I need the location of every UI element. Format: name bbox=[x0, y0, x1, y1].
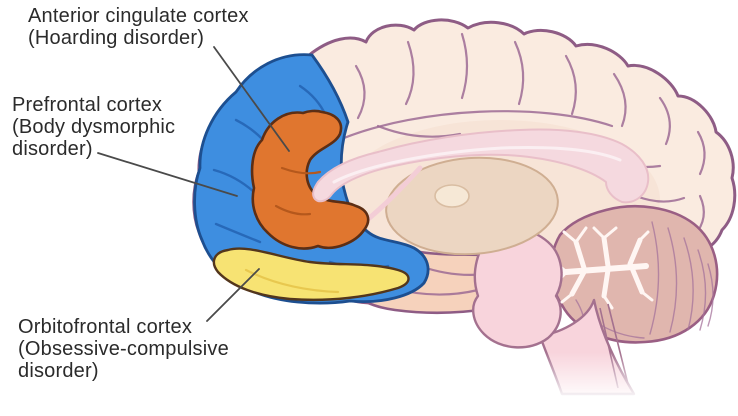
interthalamic-adhesion bbox=[434, 184, 470, 208]
leader-prefrontal bbox=[97, 152, 238, 197]
label-line: Orbitofrontal cortex bbox=[18, 316, 193, 338]
label-prefrontal-cortex: Prefrontal cortex (Body dysmorphic disor… bbox=[12, 94, 175, 160]
label-line: disorder) bbox=[12, 138, 93, 160]
leader-orbitofrontal bbox=[206, 268, 260, 322]
cord-fade bbox=[535, 352, 665, 416]
label-line: (Obsessive-compulsive bbox=[18, 338, 229, 360]
label-line: (Body dysmorphic bbox=[12, 116, 176, 138]
corpus-callosum bbox=[312, 128, 650, 204]
label-line: Prefrontal cortex bbox=[12, 94, 163, 116]
leader-anterior-cingulate bbox=[213, 46, 290, 152]
leader-lines bbox=[97, 46, 290, 322]
label-anterior-cingulate-cortex: Anterior cingulate cortex (Hoarding diso… bbox=[28, 5, 249, 49]
label-line: disorder) bbox=[18, 360, 99, 382]
label-line: (Hoarding disorder) bbox=[28, 27, 205, 49]
label-orbitofrontal-cortex: Orbitofrontal cortex (Obsessive-compulsi… bbox=[18, 316, 229, 382]
arbor-vitae bbox=[554, 226, 654, 310]
cerebellum-folia bbox=[575, 221, 714, 339]
thalamus bbox=[385, 156, 559, 256]
label-line: Anterior cingulate cortex bbox=[28, 5, 249, 27]
pons bbox=[472, 226, 563, 349]
region-anterior-cingulate-cortex bbox=[250, 109, 370, 250]
